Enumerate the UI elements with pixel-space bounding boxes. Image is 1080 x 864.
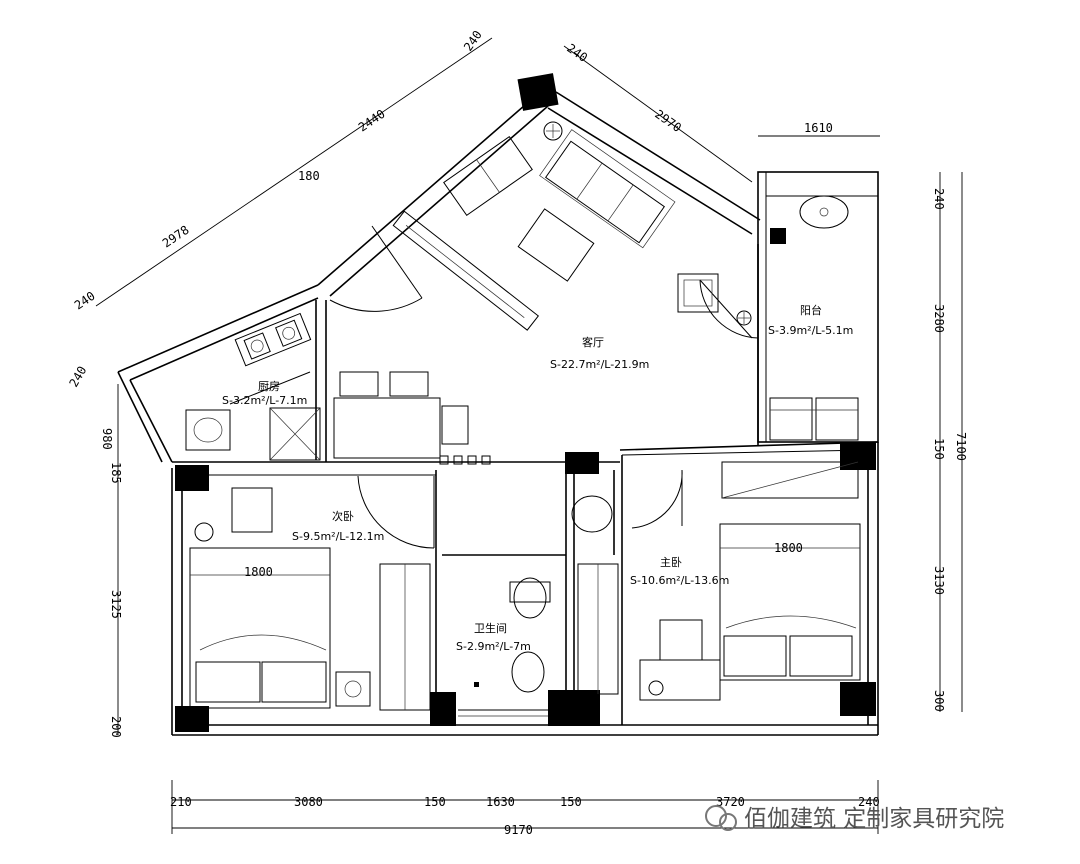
- double-bed: [189, 547, 331, 709]
- dining-chair: [339, 371, 379, 397]
- room-area-balcony: S-3.9m²/L-5.1m: [768, 324, 853, 337]
- dim-bottom-total: 9170: [504, 823, 533, 837]
- toilet-icon: [513, 577, 547, 619]
- room-area-master: S-10.6m²/L-13.6m: [630, 574, 729, 587]
- room-name-master: 主卧: [660, 556, 682, 569]
- tv-cabinet: [392, 210, 540, 331]
- plant-icon: [736, 310, 752, 326]
- dim-bottom-a: 210: [170, 795, 192, 809]
- armchair: [659, 619, 703, 661]
- dim-bottom-f: 3720: [716, 795, 745, 809]
- bed-width-master: 1800: [774, 541, 803, 555]
- room-name-bath: 卫生间: [474, 621, 507, 635]
- dryer-icon: [815, 397, 859, 441]
- desk: [639, 659, 721, 701]
- double-bed: [719, 523, 861, 681]
- kitchen-sink-icon: [185, 409, 231, 451]
- dim-right-c: 150: [932, 438, 946, 460]
- room-name-second: 次卧: [332, 509, 354, 523]
- toilet-tank: [509, 581, 551, 603]
- dining-chair: [389, 371, 429, 397]
- dim-top-d: 2978: [160, 223, 192, 251]
- plant-icon: [648, 680, 664, 696]
- dim-left-e: 200: [109, 716, 123, 738]
- dim-right-d: 3130: [932, 566, 946, 595]
- dim-bottom-d: 1630: [486, 795, 515, 809]
- watermark-text: 佰伽建筑 定制家具研究院: [744, 806, 1004, 832]
- dim-left-d: 3125: [109, 590, 123, 619]
- wash-basin-icon: [799, 195, 849, 229]
- room-name-balcony: 阳台: [800, 303, 822, 317]
- three-seat-sofa: [539, 129, 676, 249]
- dim-bottom-g: 240: [858, 795, 880, 809]
- kitchen-fixtures: [185, 312, 321, 461]
- dim-left-b: 980: [100, 428, 114, 450]
- gas-stove-icon: [234, 312, 312, 367]
- dim-left-c: 185: [109, 462, 123, 484]
- dim-top-e: 240: [72, 289, 98, 313]
- bed-width-second: 1800: [244, 565, 273, 579]
- bathroom-fixtures: [458, 495, 613, 717]
- armchair: [231, 487, 273, 533]
- dining-table: [333, 397, 441, 459]
- dim-bottom-e: 150: [560, 795, 582, 809]
- living-furniture: [333, 121, 752, 465]
- dim-top-c: 180: [298, 169, 320, 183]
- dim-bottom-c: 150: [424, 795, 446, 809]
- doors: [329, 225, 759, 549]
- squat-toilet-icon: [511, 651, 545, 693]
- dimension-lines: [95, 37, 963, 834]
- room-area-kitchen: S-3.2m²/L-7.1m: [222, 394, 307, 407]
- dim-top-f: 240: [564, 41, 590, 65]
- dim-top-h: 1610: [804, 121, 833, 135]
- washing-machine-icon: [769, 397, 813, 441]
- dim-left-a: 240: [66, 364, 89, 390]
- room-name-kitchen: 厨房: [258, 380, 280, 393]
- dim-top-b: 2440: [356, 107, 388, 135]
- coffee-table: [517, 208, 595, 282]
- dim-right-a: 240: [932, 188, 946, 210]
- two-seat-sofa: [443, 135, 533, 217]
- wardrobe: [721, 461, 859, 499]
- nightstand: [335, 671, 371, 707]
- exterior-walls: [117, 91, 879, 736]
- wash-basin-icon: [571, 495, 613, 533]
- dining-chair: [441, 405, 469, 445]
- dim-top-a: 240: [461, 28, 485, 54]
- structural-columns: [175, 73, 876, 732]
- plant-icon: [194, 522, 214, 542]
- dim-right-b: 3280: [932, 304, 946, 333]
- dim-top-g: 2970: [652, 107, 684, 135]
- dim-right-e: 300: [932, 690, 946, 712]
- dim-right-total: 7100: [954, 432, 968, 461]
- watermark-logo: [705, 805, 737, 831]
- dim-bottom-b: 3080: [294, 795, 323, 809]
- room-area-second: S-9.5m²/L-12.1m: [292, 530, 384, 543]
- room-area-bath: S-2.9m²/L-7m: [456, 640, 531, 653]
- master-bedroom-fixtures: [577, 461, 861, 701]
- room-area-living: S-22.7m²/L-21.9m: [550, 358, 649, 371]
- interior-walls: [182, 244, 759, 725]
- floor-lamp-icon: [543, 121, 563, 141]
- armchair: [677, 273, 719, 313]
- second-bedroom-fixtures: [189, 487, 431, 711]
- fridge: [269, 407, 321, 461]
- room-name-living: 客厅: [582, 335, 604, 349]
- balcony-fixtures: [769, 195, 859, 441]
